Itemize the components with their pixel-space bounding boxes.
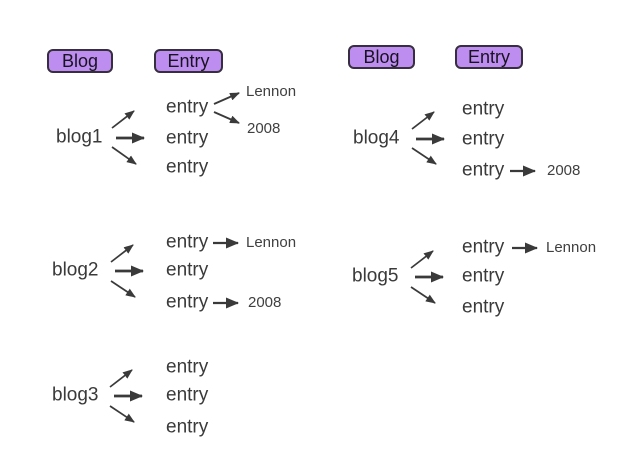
entry-header-box-right: Entry	[455, 45, 523, 69]
attribute-label-lennon: Lennon	[246, 234, 297, 252]
entry-label: entry	[462, 159, 505, 181]
entry-label: entry	[166, 127, 209, 149]
entry-label: entry	[462, 236, 505, 258]
blog4-fan-arrow-down	[411, 147, 437, 165]
entry-header-label: Entry	[467, 47, 510, 67]
entry-header-box-left: Entry	[154, 49, 223, 73]
blog5-fan-arrow-down	[410, 286, 436, 304]
blog-name-blog4: blog4	[353, 127, 400, 149]
entry-label: entry	[462, 265, 505, 287]
entry-label: entry	[166, 259, 209, 281]
entry-label: entry	[166, 156, 209, 178]
blog5-fan-arrow-up	[410, 250, 434, 269]
entry-label: entry	[462, 128, 505, 150]
entry-label: entry	[462, 98, 505, 120]
blog2-fan-arrow-up	[110, 244, 134, 263]
entry-label: entry	[166, 96, 209, 118]
blog1-fan-arrow-up	[111, 110, 135, 129]
blog-header-label: Blog	[363, 47, 400, 67]
entry-label: entry	[166, 416, 209, 438]
blog-name-blog3: blog3	[52, 384, 99, 406]
entry-label: entry	[462, 296, 505, 318]
attribute-label-lennon: Lennon	[246, 83, 297, 101]
blog-header-label: Blog	[61, 51, 99, 71]
attribute-label-lennon: Lennon	[546, 239, 597, 257]
attribute-label-2008: 2008	[248, 294, 282, 312]
blog-header-box-left: Blog	[47, 49, 113, 73]
blog1-entry1-lennon-arrow	[213, 92, 240, 105]
blog4-fan-arrow-up	[411, 111, 435, 130]
entry-label: entry	[166, 356, 209, 378]
blog2-fan-arrow-down	[110, 280, 136, 298]
blog1-entry1-2008-arrow	[213, 111, 240, 124]
blog-header-box-right: Blog	[348, 45, 415, 69]
blog3-fan-arrow-up	[109, 369, 133, 388]
entry-header-label: Entry	[167, 51, 210, 71]
blog-name-blog1: blog1	[56, 126, 103, 148]
blog3-fan-arrow-down	[109, 405, 135, 423]
blog1-fan-arrow-down	[111, 146, 137, 165]
blog-name-blog2: blog2	[52, 259, 99, 281]
entry-label: entry	[166, 291, 209, 313]
entry-label: entry	[166, 231, 209, 253]
blog-name-blog5: blog5	[352, 265, 399, 287]
attribute-label-2008: 2008	[247, 120, 281, 138]
attribute-label-2008: 2008	[547, 162, 581, 180]
entry-label: entry	[166, 384, 209, 406]
